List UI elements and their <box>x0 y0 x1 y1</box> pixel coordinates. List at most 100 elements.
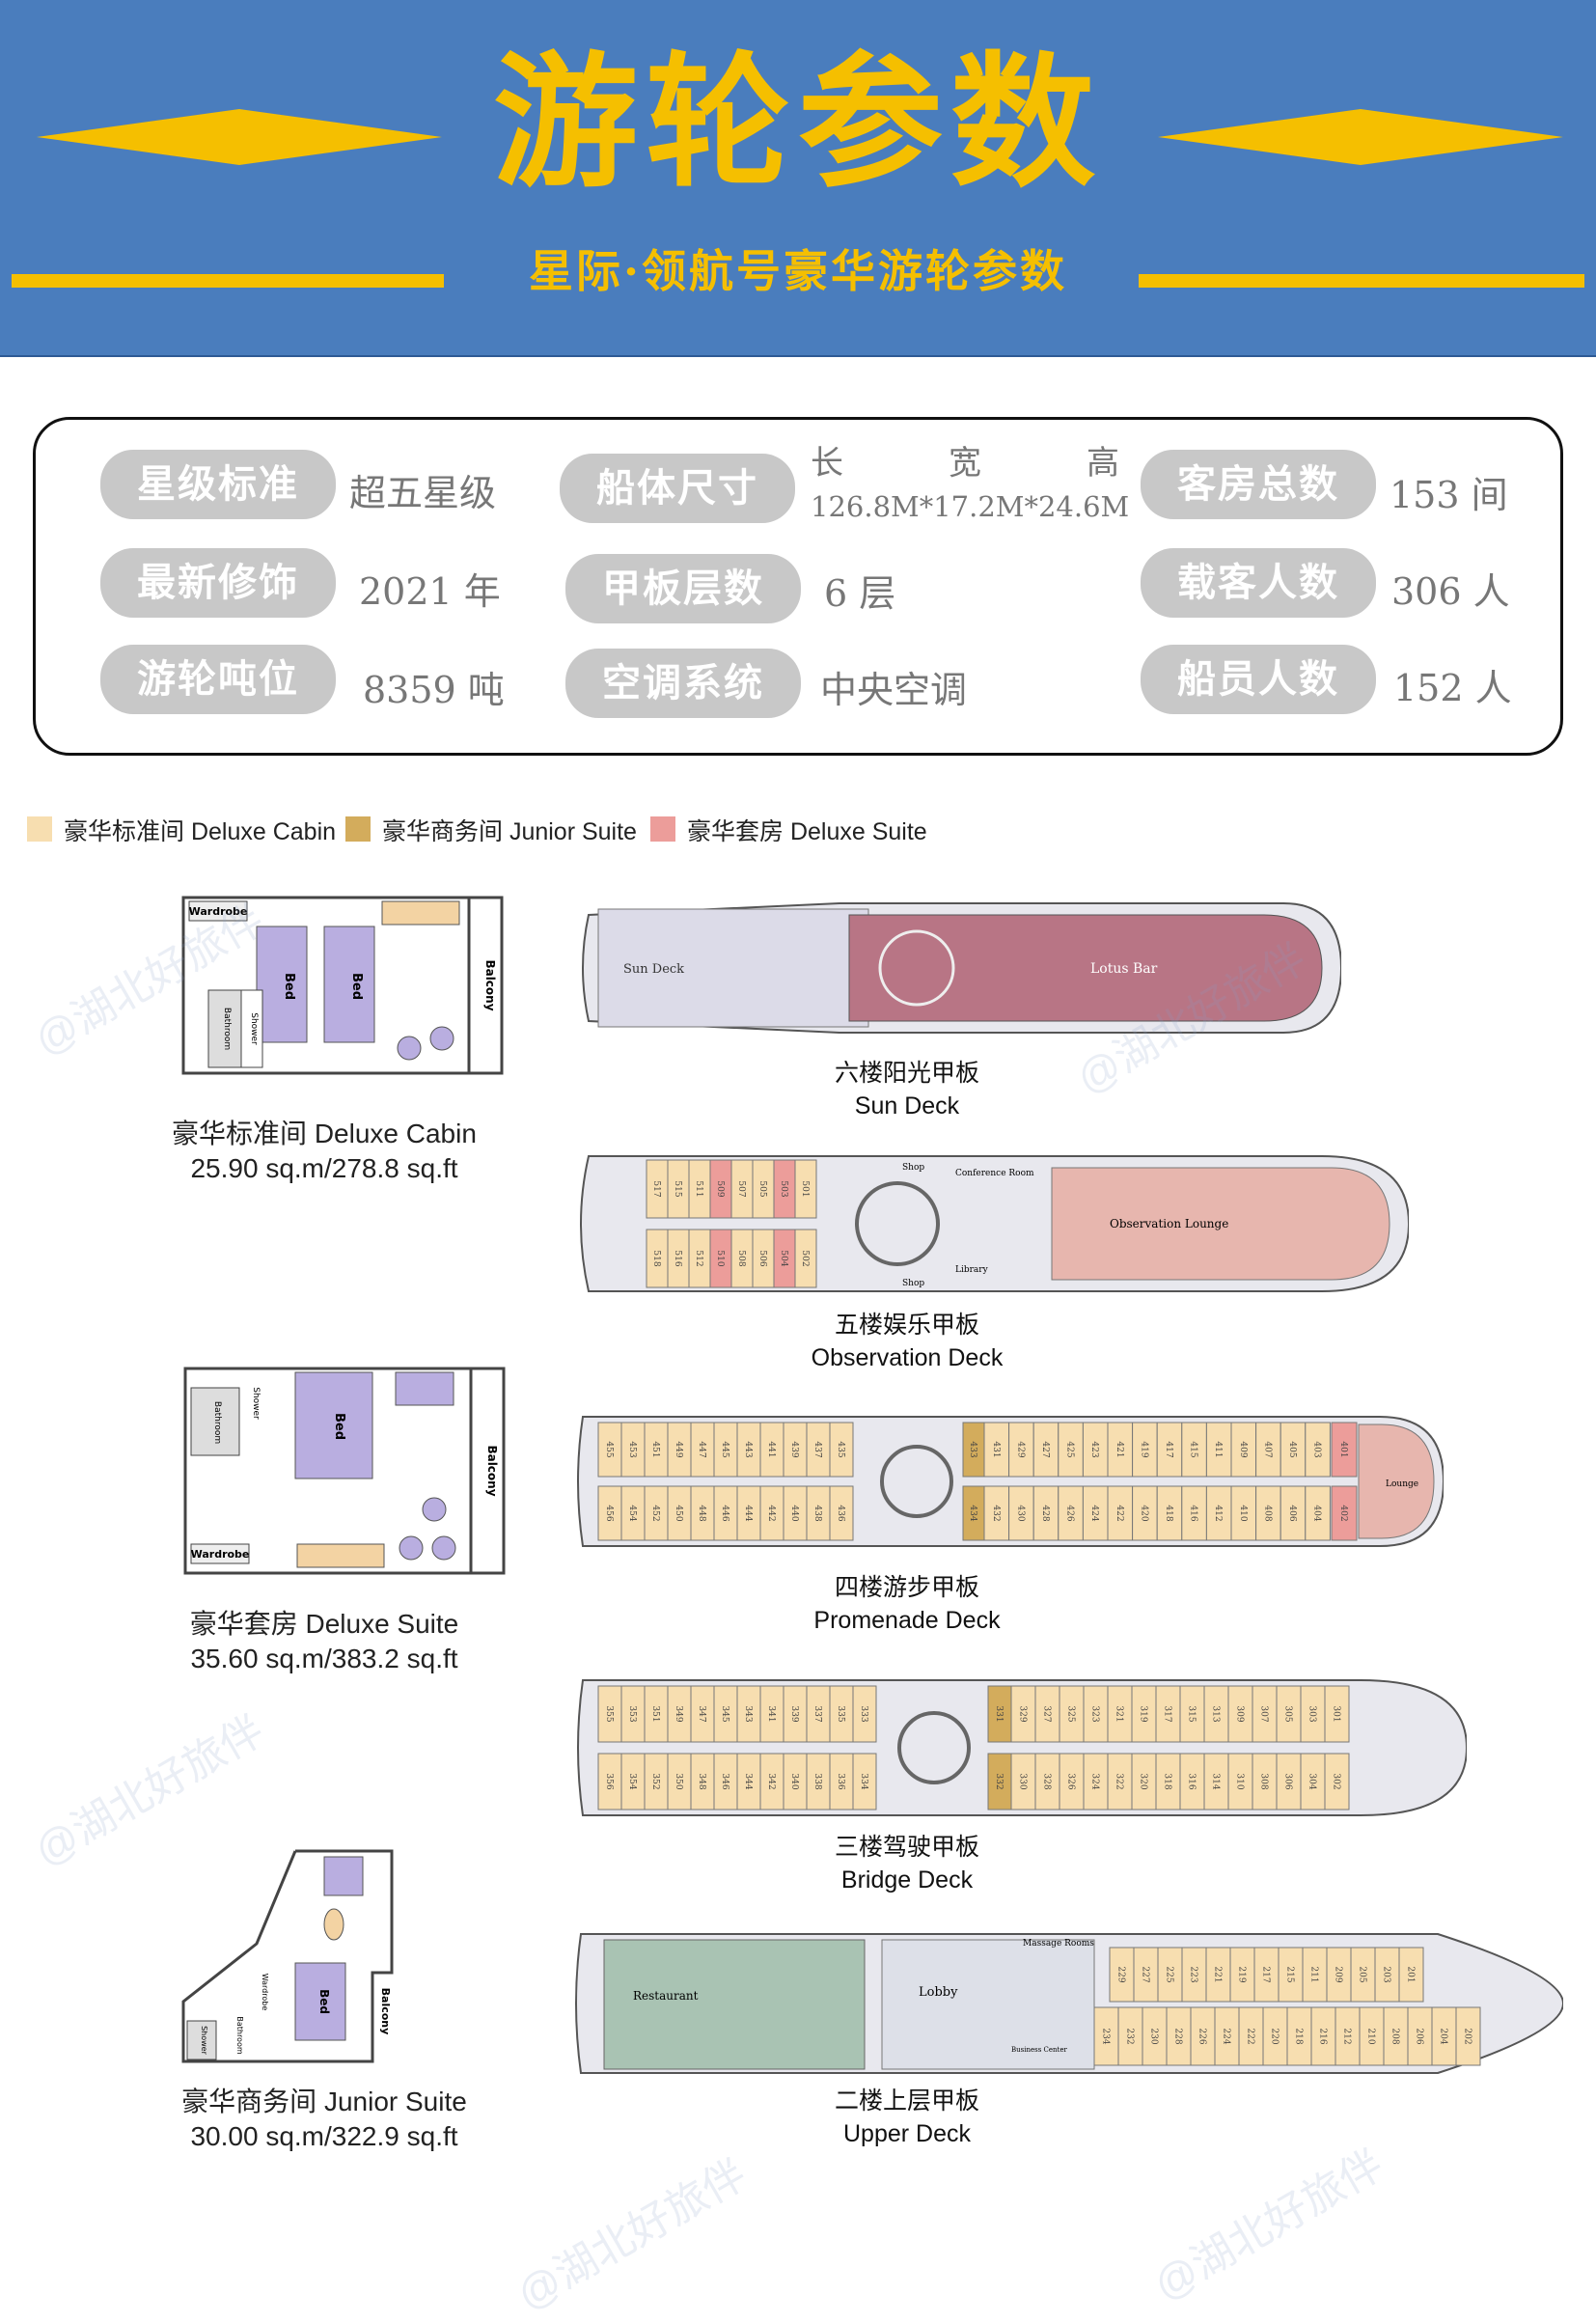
cabin-cell <box>1324 1685 1350 1743</box>
cabin-number: 202 <box>1463 2028 1472 2044</box>
svg-text:Wardrobe: Wardrobe <box>261 1974 269 2011</box>
cabin-number: 412 <box>1213 1505 1223 1521</box>
cabin-cell <box>783 1422 808 1478</box>
upper-deck-plan: Restaurant Lobby Massage Rooms Business … <box>575 1933 1563 2074</box>
cabin-cell <box>1155 1753 1181 1811</box>
legend-suite: 豪华套房 Deluxe Suite <box>687 818 927 845</box>
cabin-cell <box>1082 1485 1109 1541</box>
cabin-cell <box>1229 1947 1255 2003</box>
svg-text:Shower: Shower <box>251 1387 261 1420</box>
cabin-number: 313 <box>1211 1705 1221 1722</box>
cabin-number: 450 <box>674 1505 683 1521</box>
cabin-cell <box>987 1685 1012 1743</box>
legend-standard: 豪华标准间 Deluxe Cabin <box>64 818 337 845</box>
cabin-number: 302 <box>1332 1773 1341 1789</box>
cabin-cell <box>1058 1485 1084 1541</box>
cabin-number: 516 <box>673 1250 682 1266</box>
cabin-number: 211 <box>1309 1966 1319 1982</box>
cabin-number: 453 <box>627 1441 637 1457</box>
cabin-cell <box>690 1485 715 1541</box>
cabin-number: 437 <box>812 1441 822 1457</box>
cabin-cell <box>1083 1753 1109 1811</box>
cabin-cell <box>1032 1422 1059 1478</box>
cabin-number: 408 <box>1262 1505 1272 1521</box>
cabin-cell <box>1132 1485 1158 1541</box>
cabin-cell <box>852 1753 877 1811</box>
cabin-number: 456 <box>604 1505 614 1521</box>
cabin-number: 515 <box>673 1180 682 1197</box>
cabin-number: 455 <box>604 1441 614 1457</box>
promenade-deck-cn: 四楼游步甲板 <box>834 1574 979 1601</box>
cabin-number: 436 <box>836 1505 845 1521</box>
cabin-cell <box>1276 1753 1302 1811</box>
deluxe-suite-caption: 豪华套房 Deluxe Suite 35.60 sq.m/383.2 sq.ft <box>141 1607 508 1676</box>
cabin-number: 309 <box>1235 1705 1245 1722</box>
cabin-number: 402 <box>1338 1505 1348 1521</box>
shower-label: Shower <box>249 1012 259 1045</box>
legend-swatch-standard <box>27 816 52 842</box>
cabin-number: 344 <box>743 1773 753 1789</box>
cabin-cell <box>829 1485 854 1541</box>
upper-deck-en: Upper Deck <box>843 2120 971 2147</box>
cabin-number: 444 <box>743 1505 753 1521</box>
cabin-cell <box>1131 1753 1157 1811</box>
cabin-cell <box>1227 1685 1253 1743</box>
cabin-cell <box>1205 1947 1231 2003</box>
cabin-number: 347 <box>697 1705 706 1722</box>
cabin-number: 434 <box>968 1505 977 1521</box>
cabin-cell <box>1278 1947 1304 2003</box>
cabin-cell <box>1109 1947 1135 2003</box>
cabin-number: 321 <box>1114 1705 1124 1722</box>
cabin-cell <box>1166 2006 1192 2066</box>
cabin-number: 504 <box>779 1250 788 1266</box>
right-diamond-ornament <box>1158 109 1563 165</box>
cabin-number: 356 <box>604 1773 614 1789</box>
cabin-number: 226 <box>1197 2028 1207 2044</box>
cabin-number: 443 <box>743 1441 753 1457</box>
cabin-cell <box>1324 1753 1350 1811</box>
cabin-cell <box>783 1753 808 1811</box>
cabin-cell <box>1181 1422 1207 1478</box>
cabin-number: 427 <box>1040 1441 1050 1457</box>
cabin-number: 204 <box>1439 2028 1448 2044</box>
cabin-number: 319 <box>1139 1705 1148 1722</box>
cabin-number: 333 <box>859 1705 868 1722</box>
cabin-number: 338 <box>812 1773 822 1789</box>
cabin-cell <box>1305 1485 1331 1541</box>
cabin-cell <box>1214 2006 1240 2066</box>
deluxe-cabin-plan: Wardrobe Bed Bed Bathroom Shower Balcony <box>181 896 504 1075</box>
crew-label: 船员人数 <box>1141 645 1376 714</box>
cabin-number: 220 <box>1270 2028 1280 2044</box>
junior-suite-plan: Bed Shower Bathroom Wardrobe Balcony <box>181 1849 394 2063</box>
sun-deck-area-label: Sun Deck <box>623 962 684 977</box>
tonnage-label: 游轮吨位 <box>100 645 336 714</box>
cabin-number: 315 <box>1187 1705 1197 1722</box>
deluxe-cabin-area: 25.90 sq.m/278.8 sq.ft <box>190 1153 458 1183</box>
cabin-number: 234 <box>1101 2028 1111 2044</box>
cabin-cell <box>852 1685 877 1743</box>
cabin-cell <box>1107 1485 1134 1541</box>
rooms-value: 153 间 <box>1390 474 1508 516</box>
cabin-number: 348 <box>697 1773 706 1789</box>
guests-value: 306 人 <box>1391 570 1510 613</box>
cabin-cell <box>1227 1753 1253 1811</box>
cabin-cell <box>1179 1685 1205 1743</box>
cabin-number: 327 <box>1042 1705 1052 1722</box>
cabin-cell <box>1398 1947 1424 2003</box>
cabin-number: 449 <box>674 1441 683 1457</box>
cabin-cell <box>1280 1422 1307 1478</box>
cabin-number: 328 <box>1042 1773 1052 1789</box>
cabin-cell <box>1131 1685 1157 1743</box>
cabin-cell <box>644 1685 669 1743</box>
deluxe-cabin-caption: 豪华标准间 Deluxe Cabin 25.90 sq.m/278.8 sq.f… <box>141 1117 508 1186</box>
cabin-cell <box>644 1753 669 1811</box>
cabin-number: 343 <box>743 1705 753 1722</box>
cabin-cell <box>783 1685 808 1743</box>
cabin-number: 306 <box>1283 1773 1293 1789</box>
cabin-number: 337 <box>812 1705 822 1722</box>
cabin-number: 228 <box>1173 2028 1183 2044</box>
svg-text:Bed: Bed <box>317 1989 331 2014</box>
